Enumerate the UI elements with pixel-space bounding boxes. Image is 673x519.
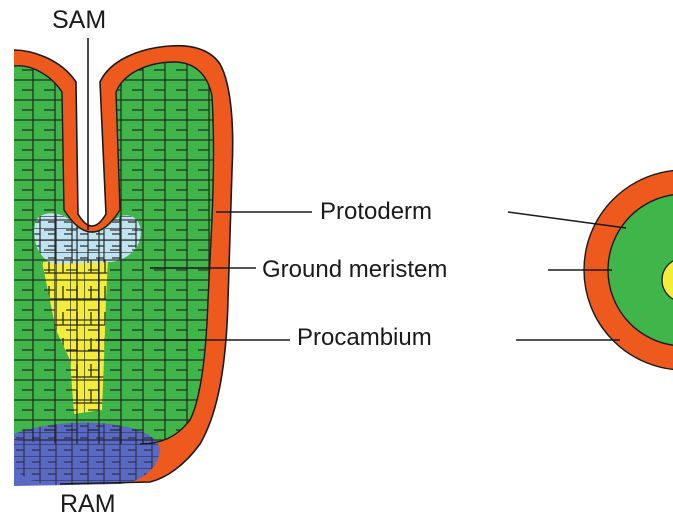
ground-meristem-label: Ground meristem: [262, 258, 447, 282]
embryo-longitudinal-section: [14, 46, 233, 486]
protoderm-label: Protoderm: [320, 200, 432, 224]
procambium-label: Procambium: [297, 326, 432, 350]
sam-label: SAM: [52, 8, 106, 33]
ram-label: RAM: [60, 492, 116, 517]
